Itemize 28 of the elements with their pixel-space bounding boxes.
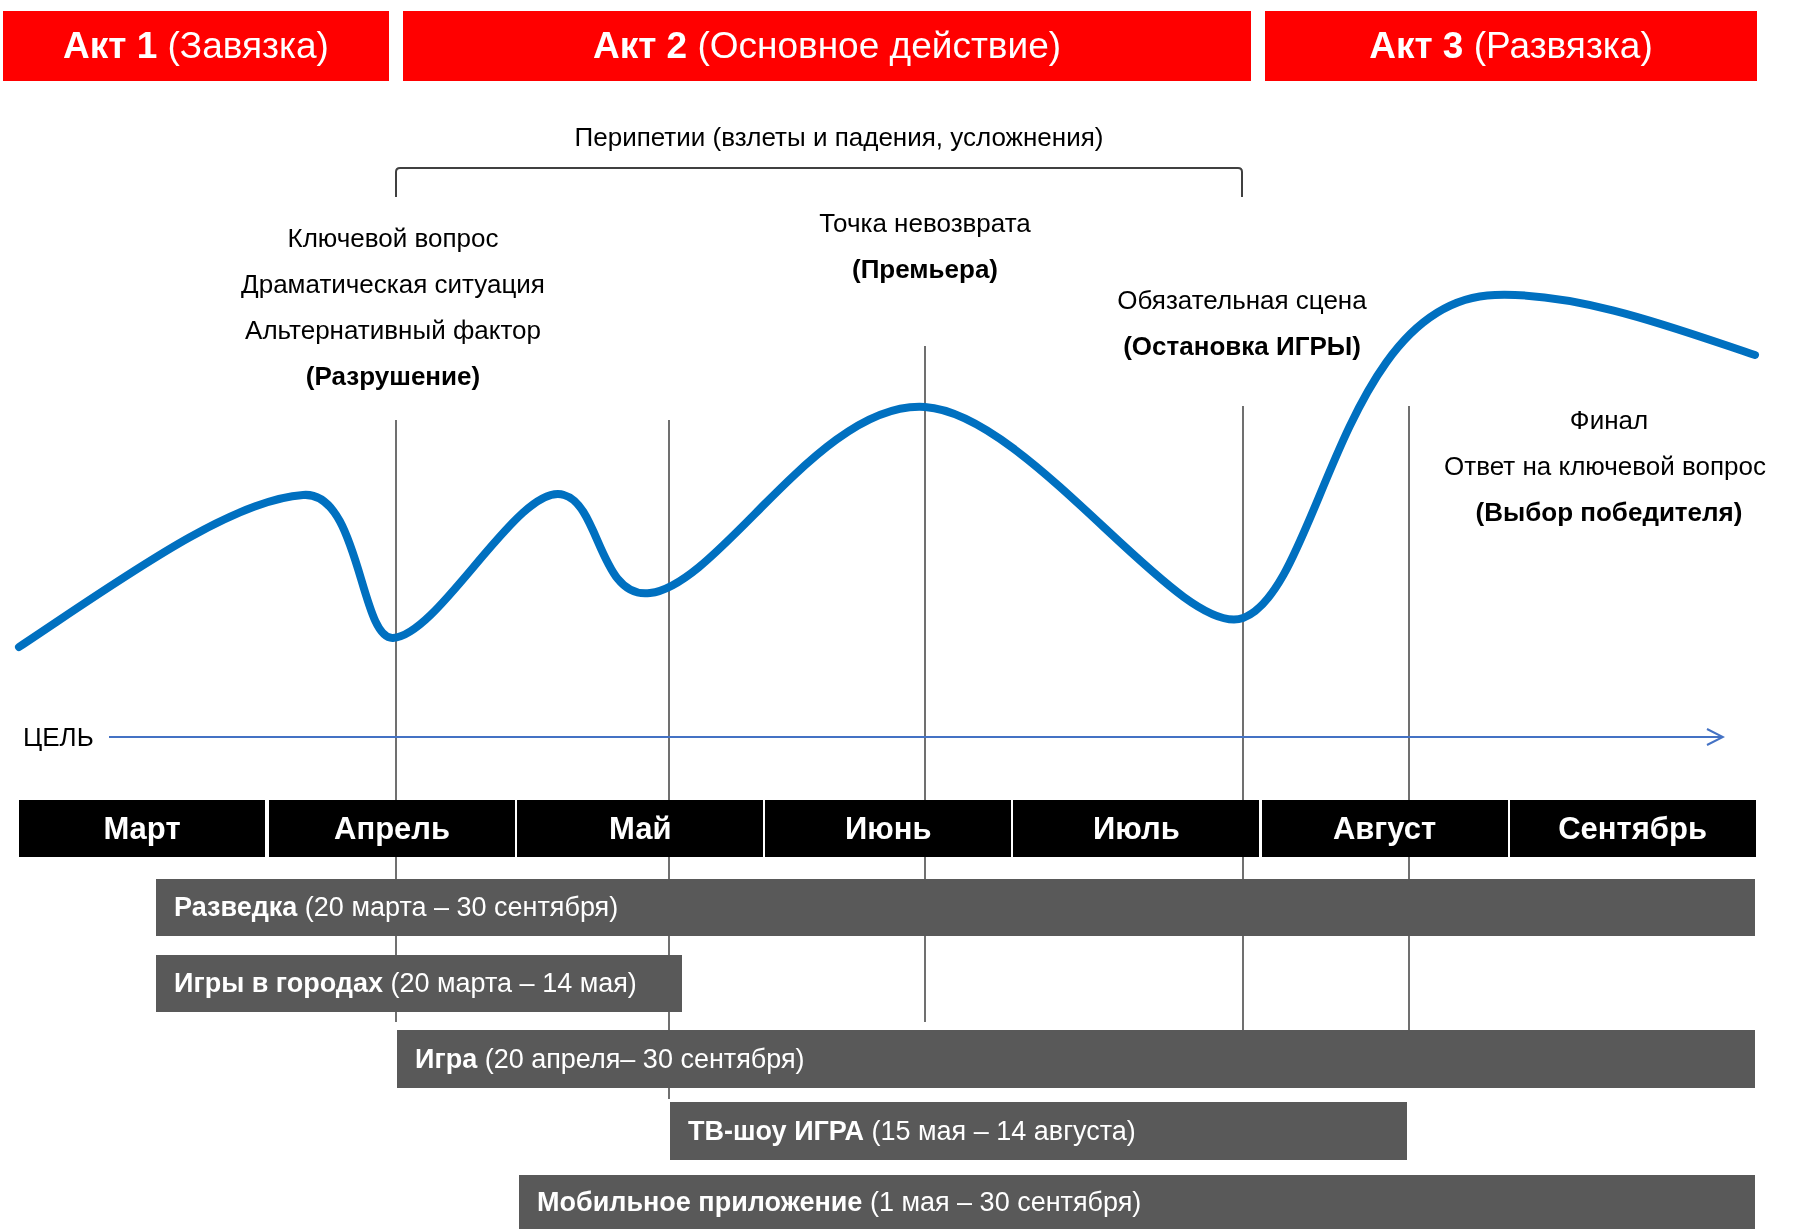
- activity-bar: Игра (20 апреля– 30 сентября): [397, 1030, 1755, 1088]
- month-cell: Апрель: [269, 800, 516, 857]
- annotation-text: Перипетии (взлеты и падения, усложнения): [574, 121, 1104, 153]
- act-banner: Акт 2 (Основное действие): [403, 11, 1251, 81]
- activity-bar: Разведка (20 марта – 30 сентября): [156, 879, 1755, 936]
- annotation-text: Финал: [1569, 404, 1649, 436]
- month-cell: Март: [19, 800, 265, 857]
- annotation-text: Ключевой вопрос: [287, 222, 499, 254]
- annotation-text: (Остановка ИГРЫ): [1123, 330, 1361, 362]
- annotation-text: Точка невозврата: [819, 207, 1031, 239]
- month-cell: Август: [1261, 800, 1508, 857]
- annotation-text: (Разрушение): [305, 360, 481, 392]
- month-cell: Сентябрь: [1509, 800, 1756, 857]
- activity-bar: ТВ-шоу ИГРА (15 мая – 14 августа): [670, 1102, 1407, 1160]
- annotation-text: Ответ на ключевой вопрос: [1444, 450, 1766, 482]
- month-cell: Июль: [1013, 800, 1260, 857]
- month-cell: Май: [517, 800, 764, 857]
- activity-bar: Игры в городах (20 марта – 14 мая): [156, 955, 682, 1012]
- annotation-text: Обязательная сцена: [1117, 284, 1367, 316]
- act-banner: Акт 1 (Завязка): [3, 11, 389, 81]
- axis-label: ЦЕЛЬ: [23, 721, 94, 753]
- annotation-text: (Премьера): [852, 253, 998, 285]
- annotation-text: (Выбор победителя): [1475, 496, 1743, 528]
- act-banner: Акт 3 (Развязка): [1265, 11, 1757, 81]
- activity-bar: Мобильное приложение (1 мая – 30 сентября): [519, 1175, 1755, 1229]
- month-cell: Июнь: [765, 800, 1012, 857]
- annotation-text: Драматическая ситуация: [241, 268, 545, 300]
- annotation-text: Альтернативный фактор: [245, 314, 541, 346]
